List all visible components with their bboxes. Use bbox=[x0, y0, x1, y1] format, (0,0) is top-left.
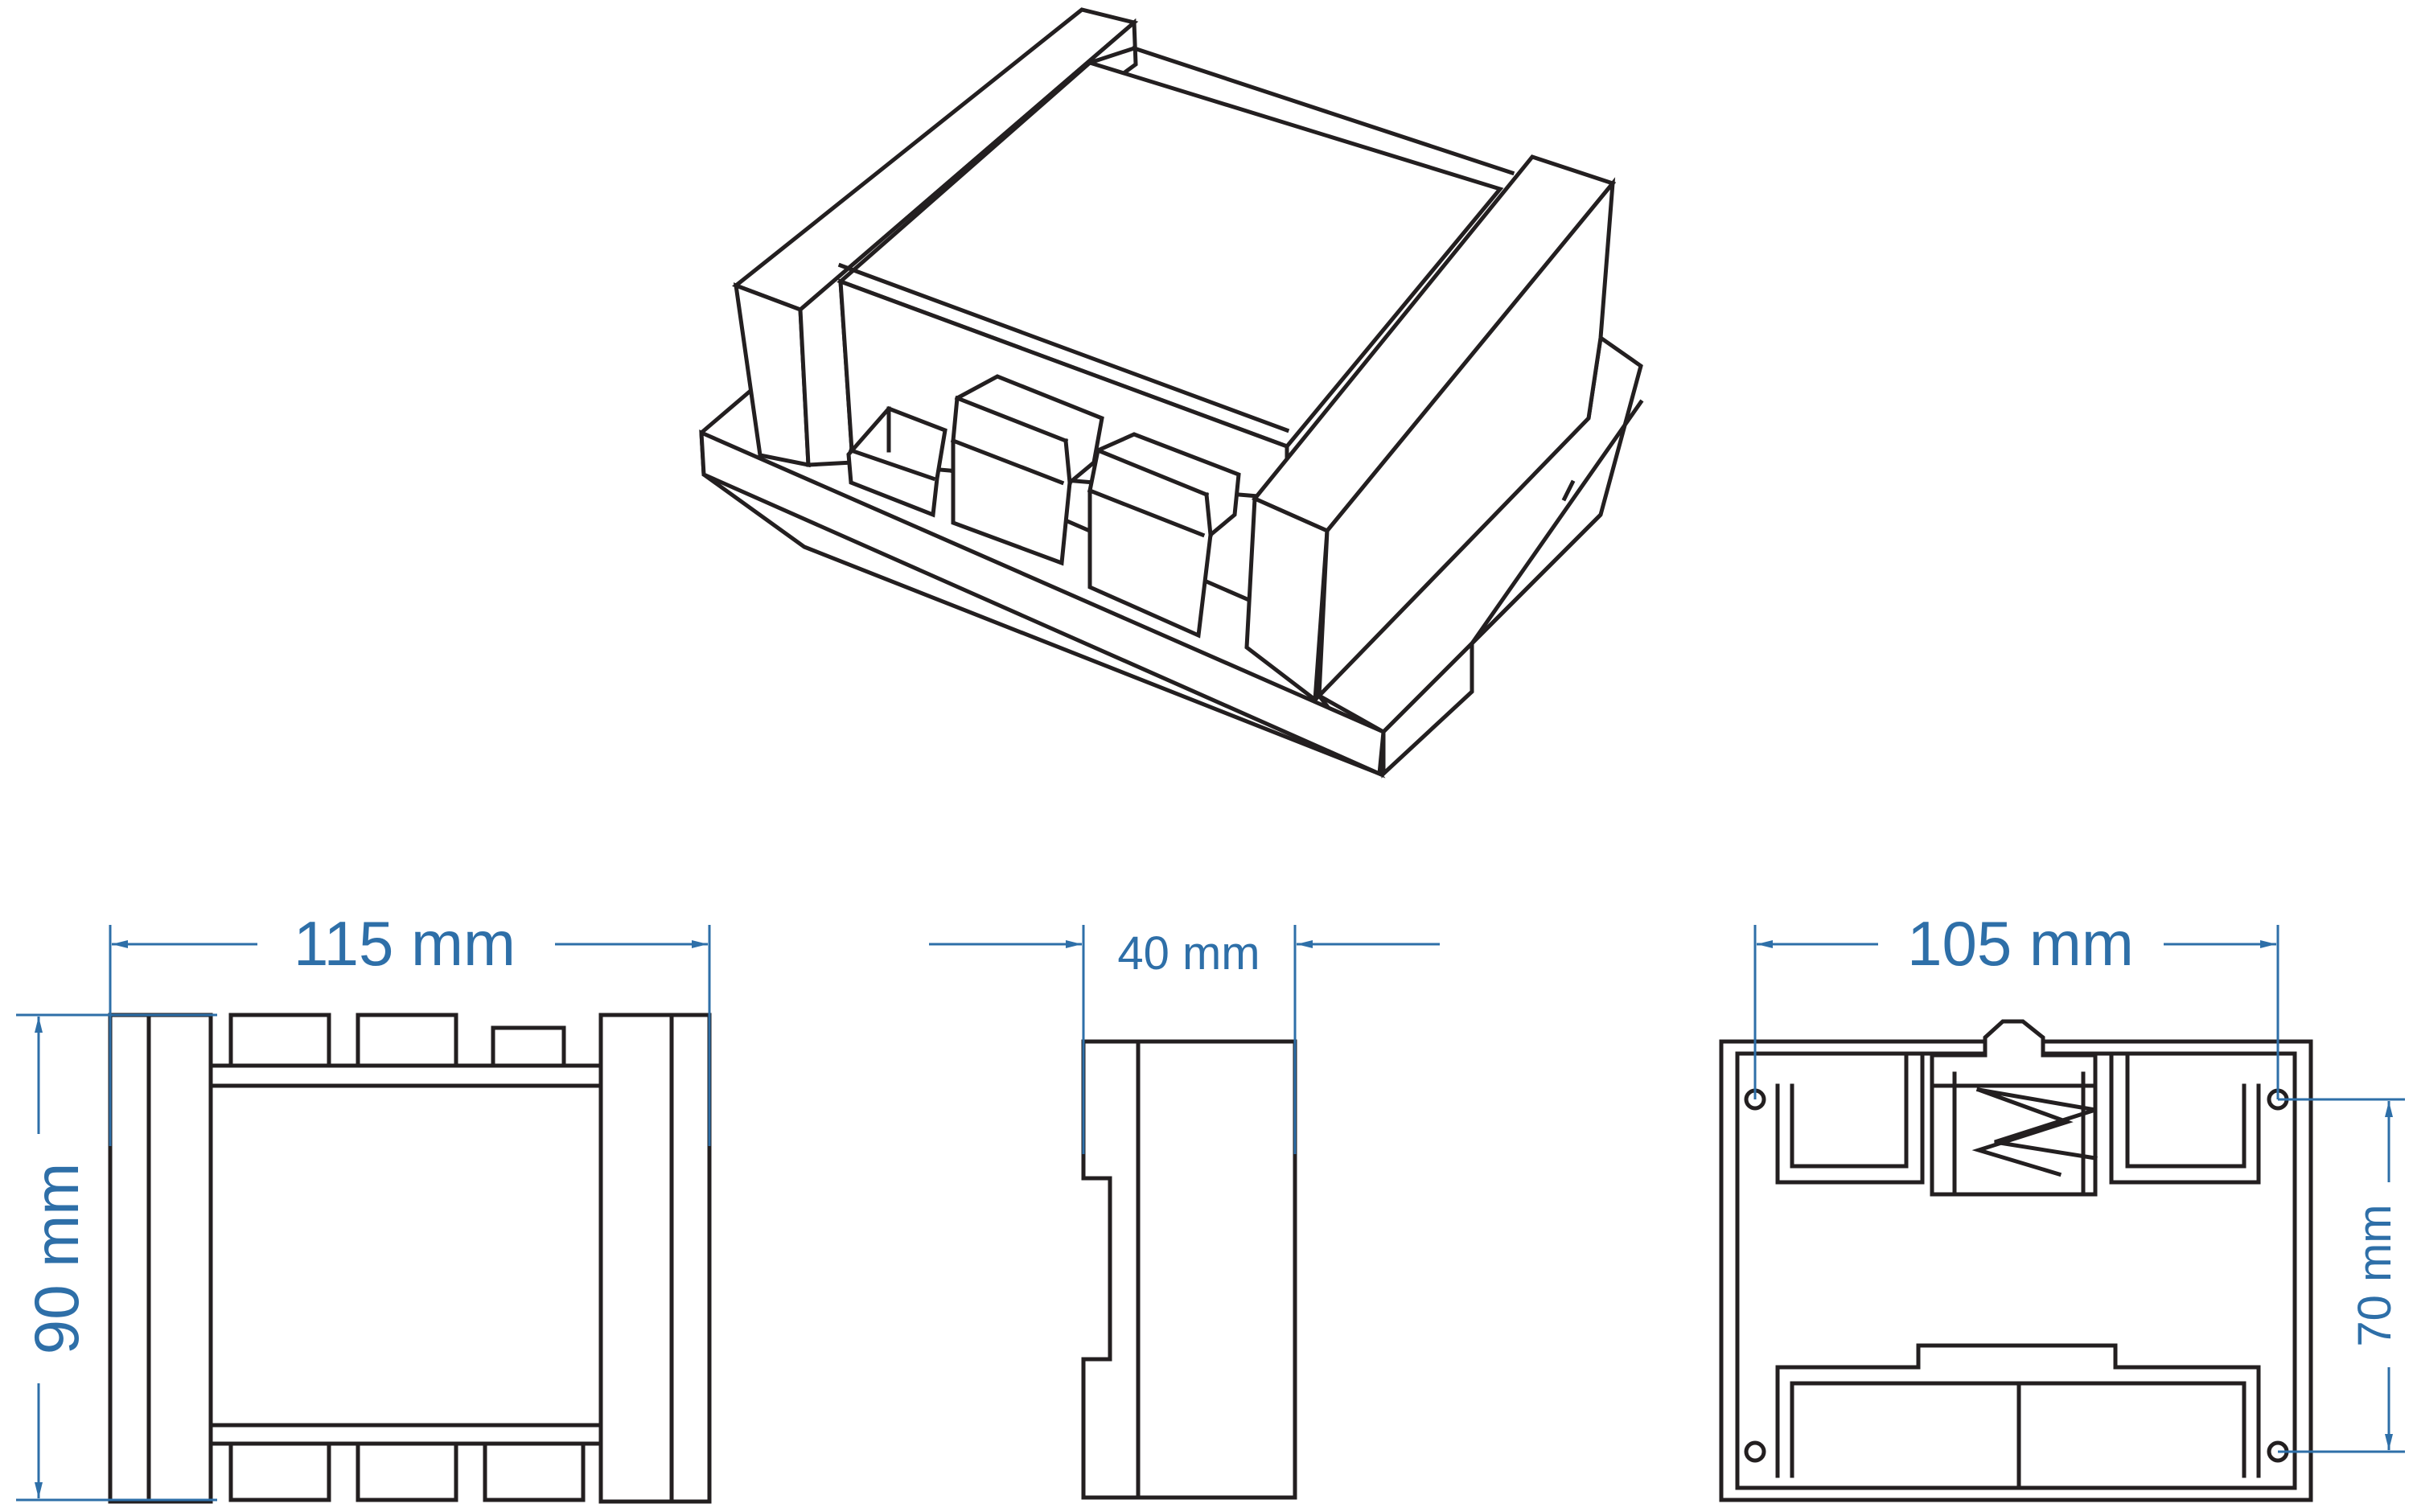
front-terminal-bottom-1 bbox=[228, 1433, 331, 1502]
front-left-rail bbox=[108, 1013, 213, 1504]
front-terminal-top-2 bbox=[356, 1013, 458, 1072]
depth-label: 40 mm bbox=[1117, 927, 1260, 980]
dimension-depth-40: 40 mm bbox=[929, 925, 1440, 1154]
top-right-slot bbox=[2109, 1053, 2261, 1185]
dimension-hole-spacing-70: 70 mm bbox=[2278, 1098, 2405, 1453]
hole-spacing-y-label: 70 mm bbox=[2349, 1204, 2401, 1346]
dimension-hole-spacing-105: 105 mm bbox=[1753, 908, 2279, 1099]
dimension-height-90: 90 mm bbox=[16, 1013, 217, 1502]
bottom-outer bbox=[1719, 1039, 2313, 1502]
front-terminal-bottom-3 bbox=[483, 1433, 586, 1502]
dimension-width-115: 115 mm bbox=[109, 908, 711, 1146]
right-end-rail-inner bbox=[1244, 495, 1330, 704]
front-view: 115 mm 90 mm bbox=[16, 908, 712, 1504]
bottom-slot bbox=[1775, 1343, 2261, 1490]
clip-spring bbox=[1971, 1087, 2098, 1177]
top-left-slot bbox=[1775, 1053, 1925, 1185]
terminal-blocks bbox=[846, 374, 1241, 639]
base-right-rail-face bbox=[1381, 513, 1602, 779]
right-end-rail-side bbox=[1317, 177, 1616, 701]
width-label: 115 mm bbox=[294, 908, 516, 979]
mount-hole-bottom-left bbox=[1744, 1440, 1766, 1463]
front-body bbox=[208, 1063, 603, 1446]
base-plate-front bbox=[699, 429, 1386, 777]
front-terminal-top-3 bbox=[491, 1025, 566, 1072]
bottom-view: 105 mm 70 mm bbox=[1719, 908, 2405, 1502]
side-view: 40 mm bbox=[929, 925, 1440, 1500]
isometric-view bbox=[699, 7, 1644, 779]
front-terminal-top-1 bbox=[228, 1013, 331, 1072]
front-right-rail bbox=[598, 1013, 712, 1504]
hole-spacing-x-label: 105 mm bbox=[1907, 908, 2134, 979]
side-body bbox=[1081, 1039, 1297, 1500]
height-label: 90 mm bbox=[21, 1163, 92, 1354]
